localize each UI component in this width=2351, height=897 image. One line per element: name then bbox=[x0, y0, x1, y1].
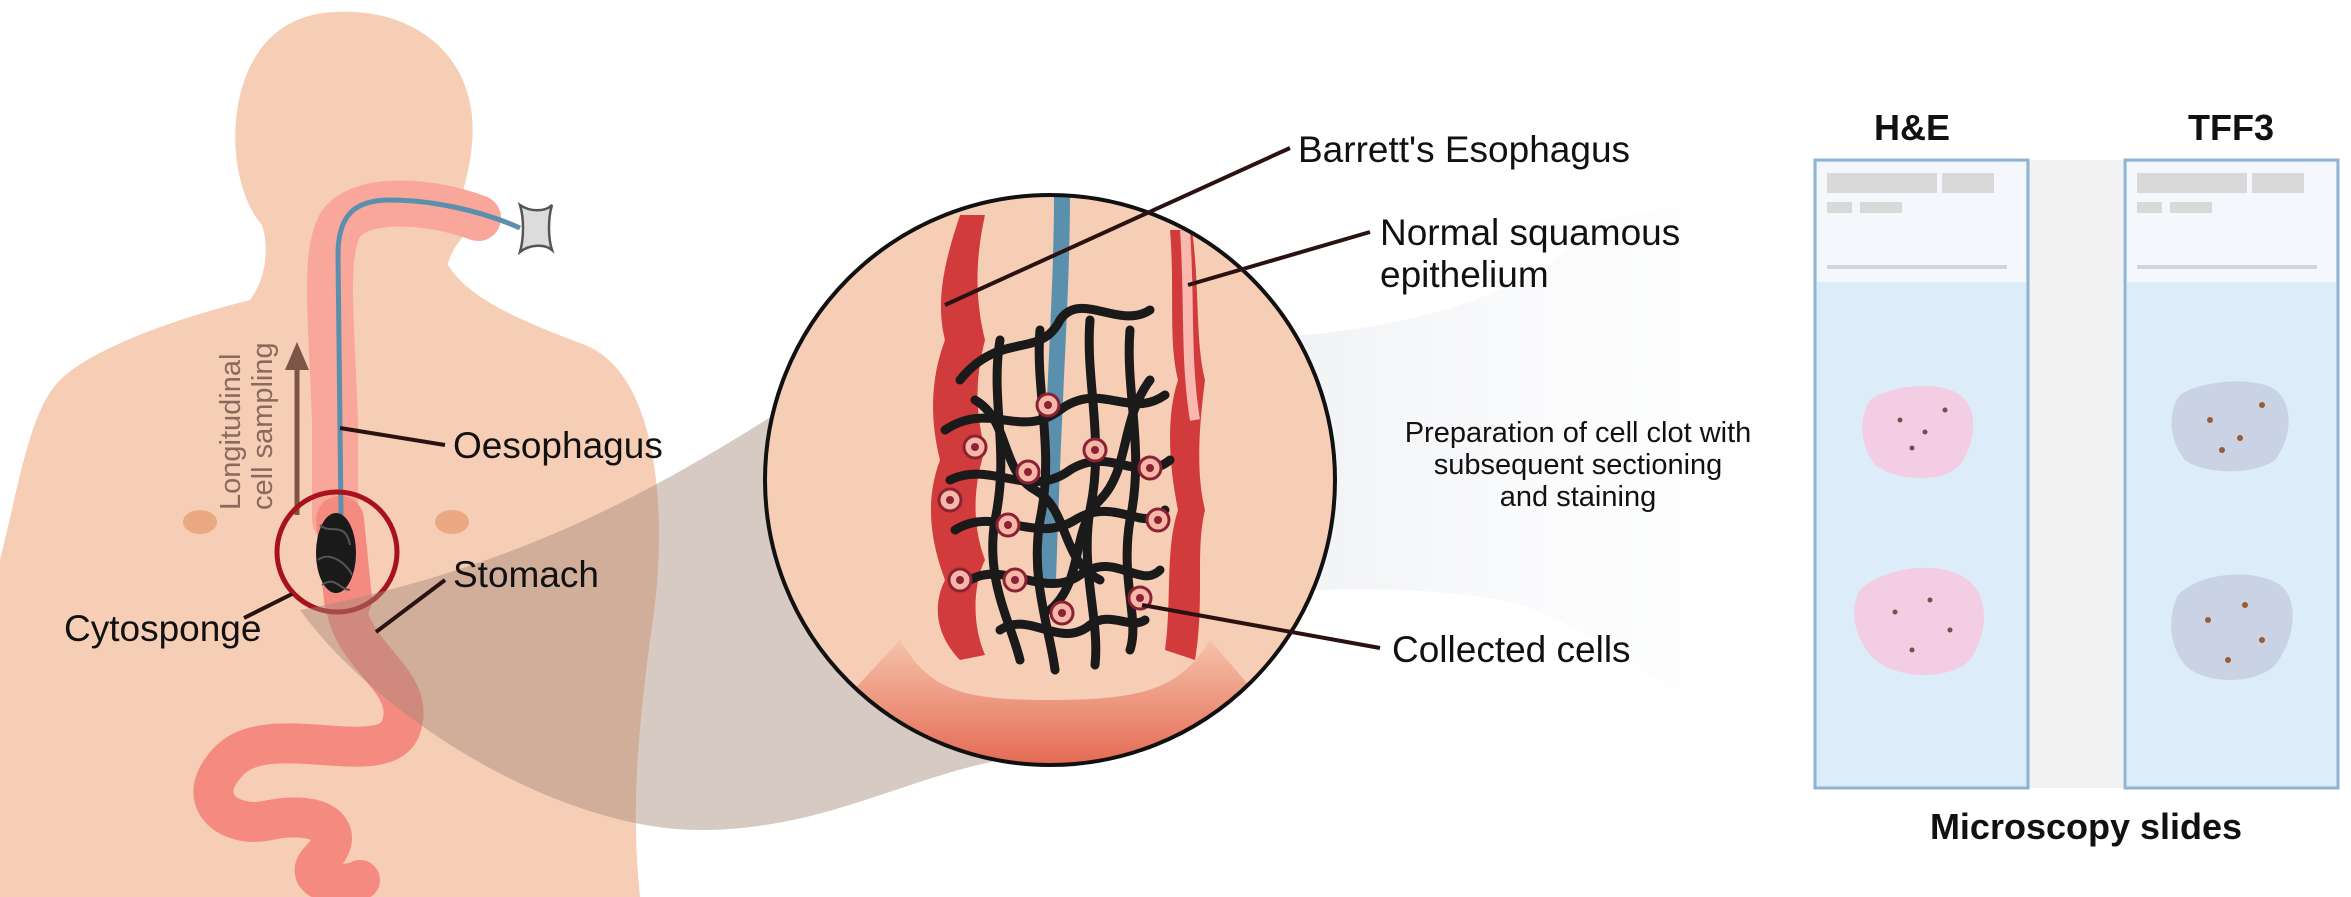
sampling-label-line1: Longitudinal bbox=[215, 354, 247, 510]
sampling-label-line2: cell sampling bbox=[247, 342, 279, 510]
label-prep-line3: and staining bbox=[1500, 481, 1656, 513]
label-normal-line1: Normal squamous bbox=[1380, 212, 1680, 253]
slide-he bbox=[1815, 160, 2028, 788]
label-barretts: Barrett's Esophagus bbox=[1298, 129, 1630, 170]
label-oesophagus: Oesophagus bbox=[453, 425, 663, 466]
slide-he-title: H&E bbox=[1874, 107, 1950, 148]
slide-tff3-title: TFF3 bbox=[2188, 107, 2274, 148]
label-prep-line1: Preparation of cell clot with bbox=[1405, 417, 1752, 449]
label-prep-line2: subsequent sectioning bbox=[1434, 449, 1723, 481]
label-cytosponge: Cytosponge bbox=[64, 608, 261, 649]
label-collected-cells: Collected cells bbox=[1392, 629, 1631, 670]
capsule-icon bbox=[520, 205, 552, 252]
label-stomach: Stomach bbox=[453, 554, 599, 595]
slides-caption: Microscopy slides bbox=[1930, 806, 2242, 847]
slide-gap-shade bbox=[2028, 160, 2123, 788]
label-normal-line2: epithelium bbox=[1380, 254, 1549, 295]
slide-tff3 bbox=[2125, 160, 2338, 788]
